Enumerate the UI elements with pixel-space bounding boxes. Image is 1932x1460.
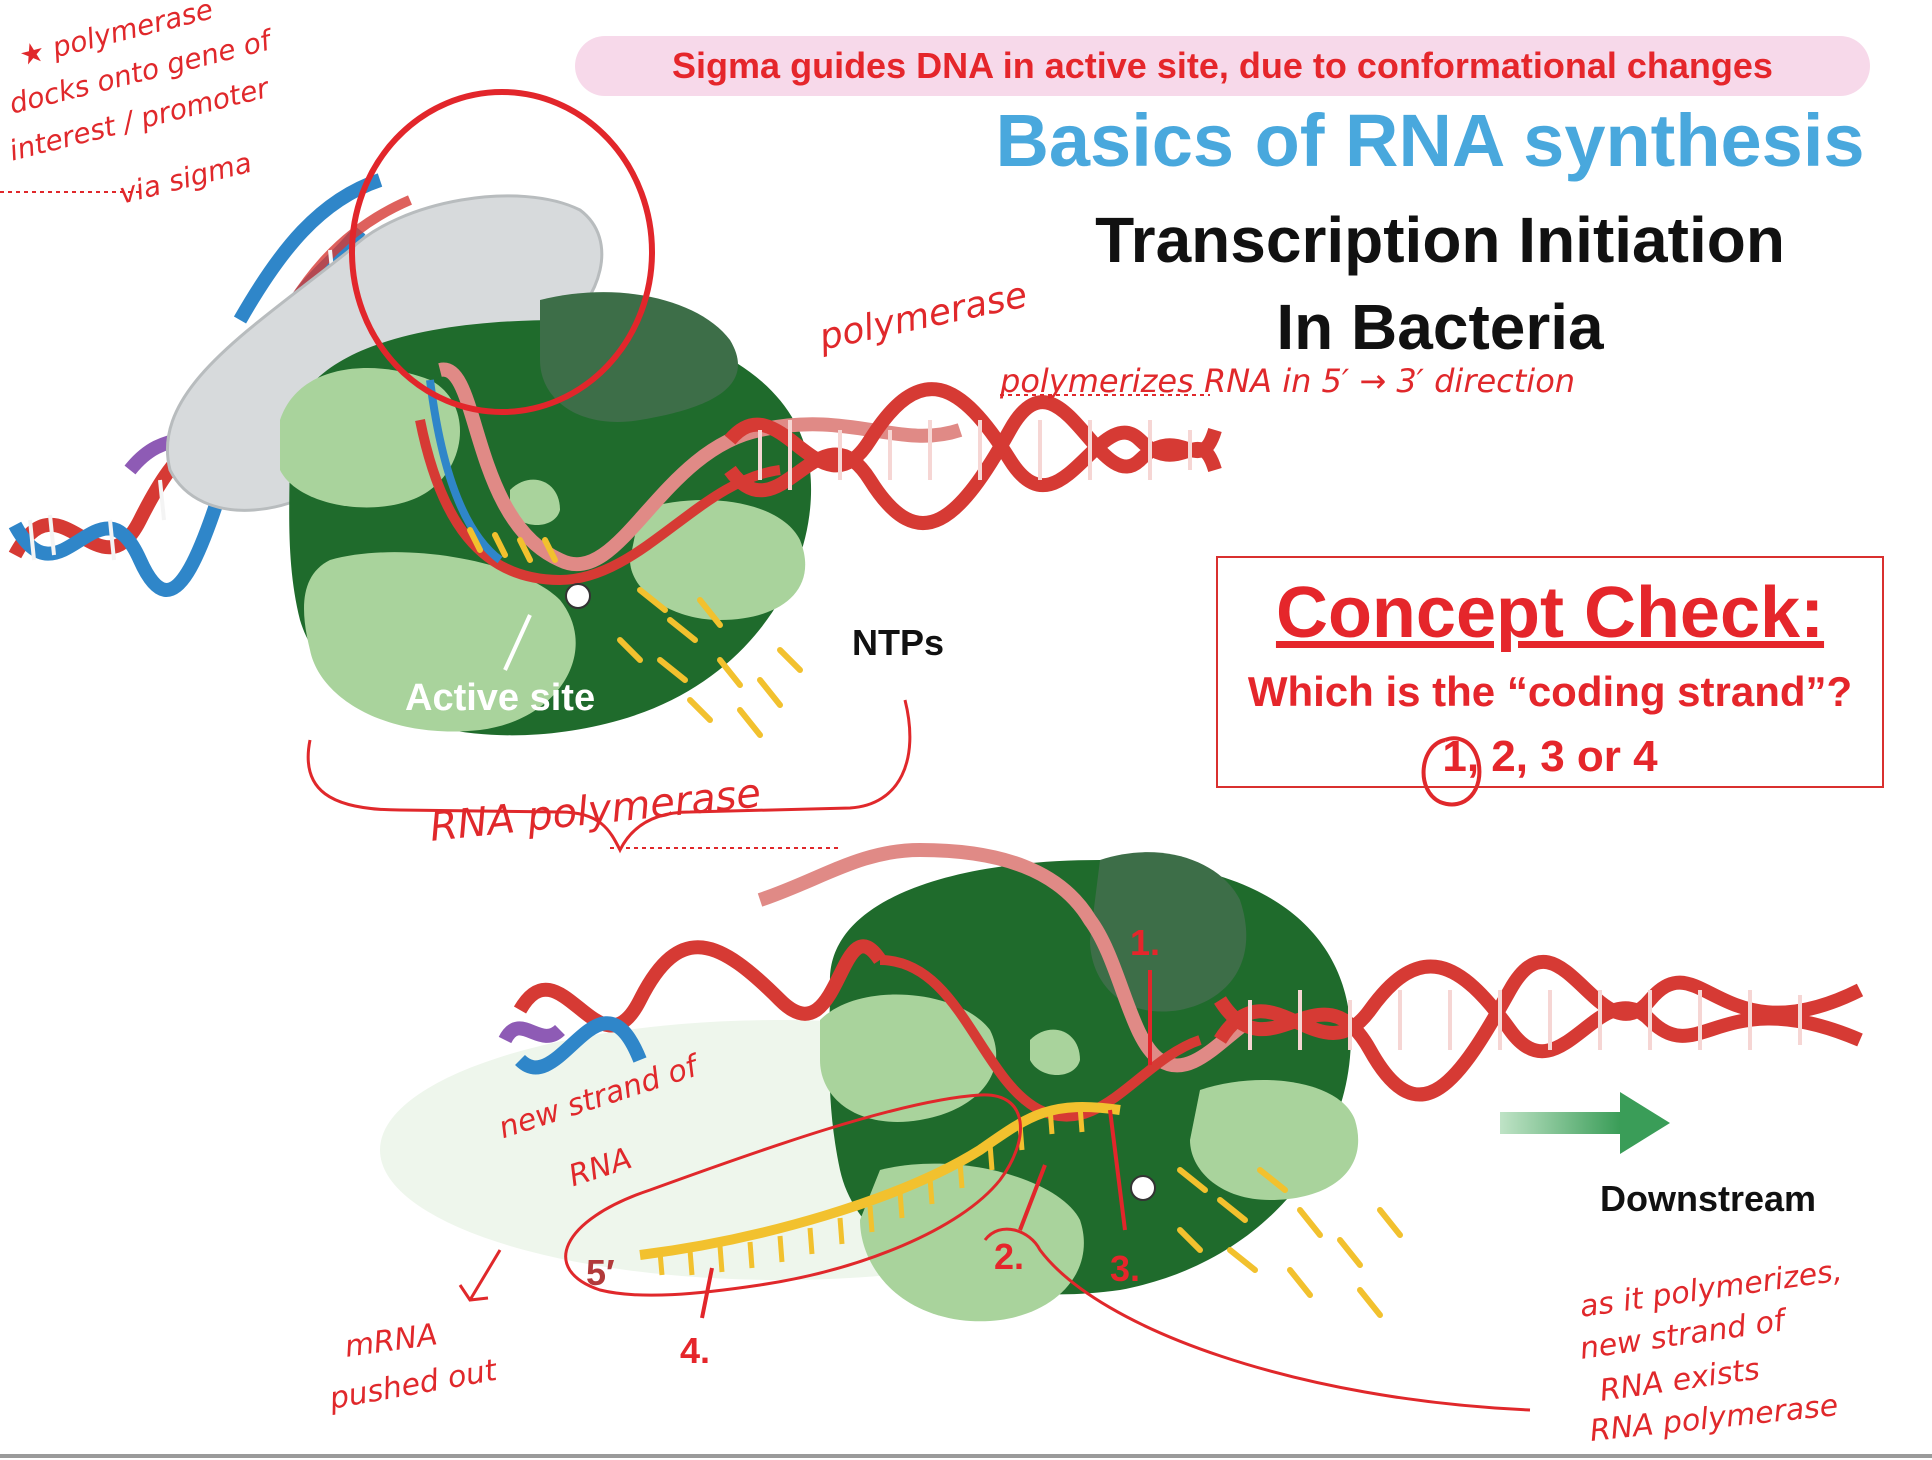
exit-curve [983,1227,1531,1412]
page-title: Basics of RNA synthesis [995,99,1865,182]
elongation-complex [380,842,1864,1322]
five-prime-label: 5′ [586,1252,615,1293]
ntps-label: NTPs [852,622,945,663]
downstream-label: Downstream [1600,1178,1817,1219]
rna-polymerase-brace [306,699,912,854]
initiation-complex [8,89,1222,738]
downstream-arrow-icon [1500,1092,1670,1154]
sigma-highlight-circle [349,89,655,415]
concept-check-box [1216,556,1884,788]
mrna-arrow-icon [458,1249,502,1302]
new-strand-loop [564,1093,1022,1297]
ntps-bottom [1177,1167,1403,1318]
note-polymerizes: polymerizes RNA in 5′ → 3′ direction [1000,362,1576,400]
concept-answer-circle [1421,736,1482,807]
strand-1-label: 1. [1130,922,1161,963]
concept-check-options: 1, 2, 3 or 4 [1442,732,1658,781]
subtitle-line-1: Transcription Initiation [1095,204,1785,276]
strand-4-label: 4. [680,1330,711,1371]
strand-2-label: 2. [994,1236,1025,1277]
rna-polymerase-enzyme [280,292,812,736]
strand-3-label: 3. [1110,1248,1141,1289]
downstream-dna-helix [724,382,1222,531]
concept-check-heading: Concept Check: [1275,573,1825,653]
concept-check-question: Which is the “coding strand”? [1247,668,1853,715]
subtitle-line-2: In Bacteria [1276,291,1604,363]
ntps [467,527,803,738]
sigma-banner: Sigma guides DNA in active site, due to … [575,36,1870,96]
active-site-label: Active site [405,677,596,719]
